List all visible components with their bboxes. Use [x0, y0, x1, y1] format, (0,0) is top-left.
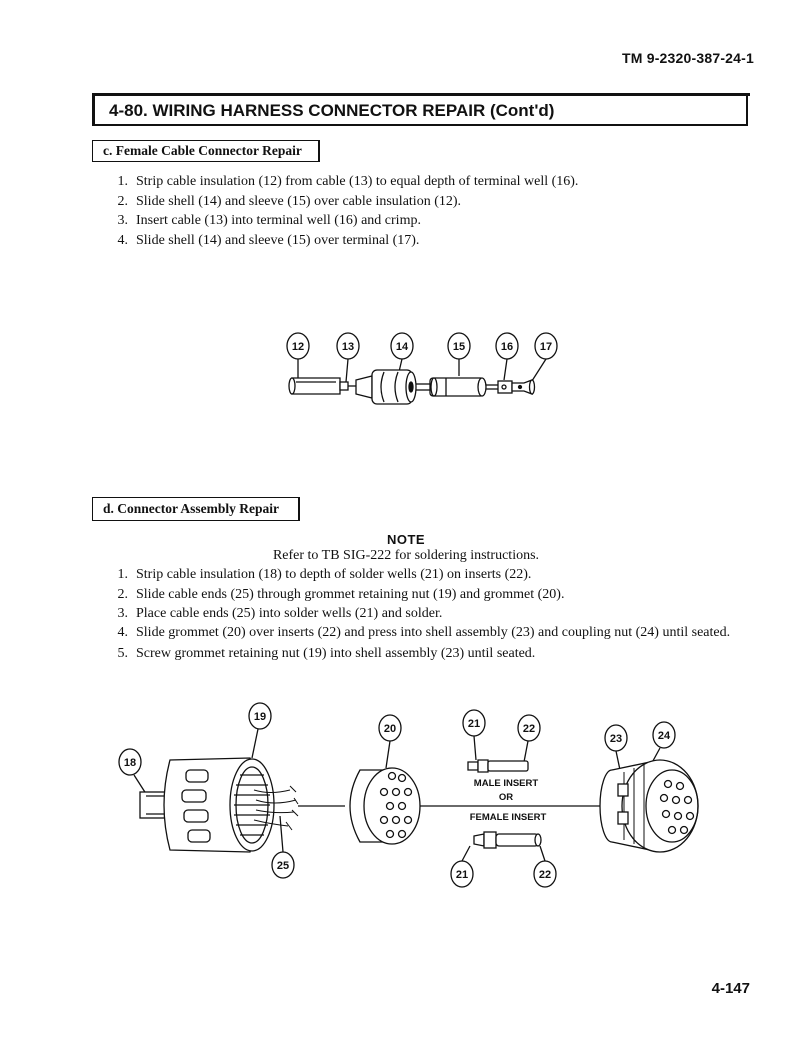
male-insert-label: MALE INSERT — [474, 778, 539, 789]
tm-number: TM 9-2320-387-24-1 — [622, 50, 754, 66]
step-item: 4.Slide grommet (20) over inserts (22) a… — [117, 624, 731, 640]
callout-17: 17 — [529, 332, 558, 385]
callout-15: 15 — [447, 332, 471, 376]
svg-text:15: 15 — [453, 341, 465, 353]
section-d-label-box: d. Connector Assembly Repair — [92, 497, 300, 521]
svg-text:22: 22 — [523, 723, 535, 735]
shell-drawing — [355, 369, 430, 405]
callout-23: 23 — [604, 724, 628, 771]
step-item: 4.Slide shell (14) and sleeve (15) over … — [117, 232, 420, 248]
callout-16: 16 — [495, 332, 519, 381]
callout-22-top: 22 — [517, 714, 541, 763]
section-c-label-box: c. Female Cable Connector Repair — [92, 140, 320, 162]
step-item: 3.Place cable ends (25) into solder well… — [117, 606, 443, 621]
callout-21-top: 21 — [462, 709, 486, 761]
callout-21-bottom: 21 — [450, 845, 474, 888]
section-title: 4-80. WIRING HARNESS CONNECTOR REPAIR (C… — [109, 101, 555, 120]
callout-25: 25 — [271, 815, 295, 879]
svg-text:22: 22 — [539, 869, 551, 881]
svg-text:23: 23 — [610, 733, 622, 745]
callout-20: 20 — [378, 714, 402, 769]
section-c-label: c. Female Cable Connector Repair — [103, 143, 302, 158]
header-rule — [92, 93, 750, 96]
page-number: 4-147 — [711, 980, 750, 997]
svg-text:17: 17 — [540, 341, 552, 353]
svg-text:21: 21 — [456, 869, 468, 881]
female-insert-drawing — [473, 831, 542, 849]
callout-22-bottom: 22 — [533, 845, 557, 888]
cable-insulation-drawing — [288, 377, 356, 395]
svg-text:24: 24 — [658, 730, 671, 742]
sleeve-drawing — [429, 377, 498, 397]
callout-13: 13 — [336, 332, 360, 383]
callout-12: 12 — [286, 332, 310, 378]
callout-14: 14 — [390, 332, 414, 377]
svg-text:12: 12 — [292, 341, 304, 353]
svg-text:14: 14 — [396, 341, 409, 353]
female-insert-label: FEMALE INSERT — [470, 812, 547, 823]
callout-24: 24 — [647, 721, 676, 771]
callout-19: 19 — [248, 702, 272, 759]
grommet-drawing — [349, 767, 421, 845]
svg-text:16: 16 — [501, 341, 513, 353]
male-insert-drawing — [467, 759, 529, 773]
svg-text:19: 19 — [254, 711, 266, 723]
svg-text:21: 21 — [468, 718, 480, 730]
step-item: 1.Strip cable insulation (12) from cable… — [117, 174, 579, 189]
note-text: Refer to TB SIG-222 for soldering instru… — [272, 548, 540, 563]
shell-assembly-drawing — [599, 759, 699, 853]
step-item: 5.Screw grommet retaining nut (19) into … — [117, 645, 536, 661]
note-title: NOTE — [386, 532, 426, 547]
or-label: OR — [499, 792, 513, 803]
step-item: 3.Insert cable (13) into terminal well (… — [117, 213, 421, 228]
section-c-steps: 1.Strip cable insulation (12) from cable… — [110, 172, 750, 250]
svg-text:25: 25 — [277, 860, 289, 872]
step-item: 2.Slide shell (14) and sleeve (15) over … — [117, 193, 462, 209]
step-item: 1.Strip cable insulation (18) to depth o… — [117, 567, 532, 582]
section-d-label: d. Connector Assembly Repair — [103, 501, 280, 516]
terminal-drawing — [497, 379, 536, 395]
section-d-steps: 1.Strip cable insulation (18) to depth o… — [110, 565, 750, 663]
grommet-retaining-nut-drawing — [139, 757, 299, 853]
step-item: 2.Slide cable ends (25) through grommet … — [117, 586, 565, 602]
svg-text:20: 20 — [384, 723, 396, 735]
section-title-box: 4-80. WIRING HARNESS CONNECTOR REPAIR (C… — [92, 96, 748, 126]
callout-18: 18 — [118, 748, 151, 801]
svg-text:18: 18 — [124, 757, 136, 769]
svg-text:13: 13 — [342, 341, 354, 353]
